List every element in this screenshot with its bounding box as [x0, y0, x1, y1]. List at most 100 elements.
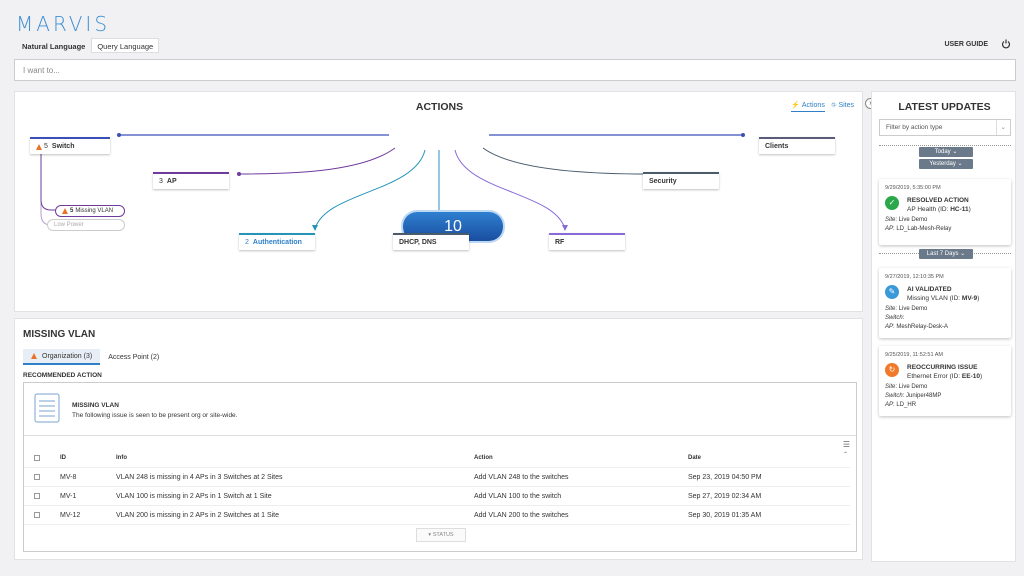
card-title: REOCCURRING ISSUE	[907, 364, 978, 371]
table-row[interactable]: MV-12 VLAN 200 is missing in 2 APs in 2 …	[24, 506, 850, 525]
card-timestamp: 9/27/2019, 12:10:35 PM	[885, 274, 944, 280]
action-type-filter[interactable]: Filter by action type ⌄	[879, 119, 1011, 136]
actions-icon: ⚡	[791, 102, 800, 109]
status-button-label: STATUS	[432, 532, 454, 538]
actions-title: ACTIONS	[415, 101, 464, 113]
tag-today[interactable]: Today ⌄	[919, 147, 973, 157]
latest-updates-panel: LATEST UPDATES Filter by action type ⌄ T…	[871, 91, 1016, 562]
sort-icon[interactable]: ⌃	[842, 452, 848, 458]
node-switch[interactable]: 5 Switch	[30, 137, 110, 154]
card-timestamp: 9/25/2019, 11:52:51 AM	[885, 352, 943, 358]
row-action: Add VLAN 248 to the switches	[474, 473, 569, 481]
filter-placeholder: Filter by action type	[886, 124, 943, 131]
node-security[interactable]: Security	[643, 172, 719, 189]
card-ap: AP: LD_Lab-Mesh-Relay	[885, 226, 952, 232]
status-button[interactable]: ▾ STATUS	[416, 528, 466, 542]
card-subtitle: Ethernet Error (ID: EE-10)	[907, 373, 983, 380]
detail-tabs: Organization (3) Access Point (2)	[23, 349, 167, 365]
node-switch-label: Switch	[51, 143, 75, 150]
col-date[interactable]: Date	[688, 455, 702, 461]
tag-last-7-label: Last 7 Days	[926, 251, 959, 257]
card-switch: Switch: Juniper48MP	[885, 393, 942, 399]
sub-item-low-power[interactable]: Low Power	[47, 219, 125, 231]
table-row[interactable]: MV-1 VLAN 100 is missing in 2 APs in 1 S…	[24, 487, 850, 506]
update-card[interactable]: 9/27/2019, 12:10:35 PM ✎ AI VALIDATED Mi…	[879, 268, 1011, 338]
low-power-label: Low Power	[54, 222, 84, 228]
node-dhcp-dns-label: DHCP, DNS	[399, 239, 437, 246]
divider	[879, 145, 1011, 146]
node-rf[interactable]: RF	[549, 233, 625, 250]
sub-item-missing-vlan[interactable]: 5 Missing VLAN	[55, 205, 125, 217]
power-icon[interactable]	[1001, 39, 1011, 49]
query-mode-tabs: Natural Language Query Language	[16, 38, 160, 53]
tag-today-label: Today	[934, 149, 951, 155]
node-clients[interactable]: Clients	[759, 137, 835, 154]
update-card[interactable]: 9/25/2019, 11:52:51 AM ↻ REOCCURRING ISS…	[879, 346, 1011, 416]
missing-vlan-count: 5	[70, 208, 74, 214]
row-checkbox[interactable]	[34, 493, 40, 499]
ai-validated-icon: ✎	[885, 285, 899, 299]
view-sites-label: Sites	[838, 102, 854, 109]
tab-access-point-label: Access Point (2)	[108, 353, 160, 361]
row-id: MV-1	[60, 492, 77, 500]
warning-icon	[31, 353, 37, 359]
node-security-label: Security	[649, 178, 677, 185]
card-title: RESOLVED ACTION	[907, 197, 969, 204]
row-info: VLAN 200 is missing in 2 APs in 2 Switch…	[116, 511, 280, 519]
node-ap[interactable]: 3 AP	[153, 172, 229, 189]
search-bar	[14, 59, 1016, 81]
node-authentication[interactable]: 2 Authentication	[239, 233, 315, 250]
node-authentication-count: 2	[245, 239, 249, 246]
actions-panel: ACTIONS ⚡ Actions ⛗ Sites 5 Switch 10	[14, 91, 863, 312]
tag-last-7-days[interactable]: Last 7 Days ⌄	[919, 249, 973, 259]
tab-organization-label: Organization (3)	[42, 352, 93, 360]
col-info[interactable]: Info	[116, 455, 127, 461]
warning-icon	[36, 143, 42, 150]
row-info: VLAN 248 is missing in 4 APs in 3 Switch…	[116, 473, 283, 481]
row-checkbox[interactable]	[34, 512, 40, 518]
col-action[interactable]: Action	[474, 455, 493, 461]
node-clients-label: Clients	[765, 143, 789, 150]
recommended-action-label: RECOMMENDED ACTION	[23, 372, 102, 379]
select-all-checkbox[interactable]	[34, 455, 40, 461]
tag-yesterday[interactable]: Yesterday ⌄	[919, 159, 973, 169]
table-row[interactable]: MV-8 VLAN 248 is missing in 4 APs in 3 S…	[24, 468, 850, 487]
view-actions-button[interactable]: ⚡ Actions	[791, 101, 825, 112]
card-timestamp: 9/29/2019, 5:35:00 PM	[885, 185, 941, 191]
issue-header: MISSING VLAN The following issue is seen…	[24, 383, 856, 436]
view-actions-label: Actions	[801, 101, 825, 109]
warning-icon	[62, 208, 68, 214]
tab-query-language[interactable]: Query Language	[91, 38, 160, 53]
tab-access-point[interactable]: Access Point (2)	[100, 349, 167, 365]
check-icon: ✓	[885, 196, 899, 210]
view-sites-button[interactable]: ⛗ Sites	[831, 101, 854, 112]
user-guide-link[interactable]: USER GUIDE	[944, 41, 988, 48]
node-ap-count: 3	[159, 178, 163, 185]
col-id[interactable]: ID	[60, 455, 66, 461]
detail-title: MISSING VLAN	[23, 329, 96, 340]
missing-vlan-panel: MISSING VLAN Organization (3) Access Poi…	[14, 318, 863, 560]
node-ap-label: AP	[166, 178, 177, 185]
row-date: Sep 27, 2019 02:34 AM	[688, 492, 762, 500]
row-action: Add VLAN 200 to the switches	[474, 511, 569, 519]
card-ap: AP: MeshRelay-Desk-A	[885, 324, 949, 330]
column-settings-icon[interactable]: ☰	[842, 440, 850, 449]
node-dhcp-dns[interactable]: DHCP, DNS	[393, 233, 469, 250]
card-site: Site: Live Demo	[885, 384, 928, 390]
search-input[interactable]	[15, 60, 1015, 81]
tab-organization[interactable]: Organization (3)	[23, 349, 101, 365]
update-card[interactable]: 9/29/2019, 5:35:00 PM ✓ RESOLVED ACTION …	[879, 179, 1011, 245]
issue-description: The following issue is seen to be presen…	[72, 412, 238, 419]
card-switch: Switch:	[885, 315, 905, 321]
actions-graph-links	[40, 133, 745, 231]
row-checkbox[interactable]	[34, 474, 40, 480]
row-action: Add VLAN 100 to the switch	[474, 492, 562, 500]
issue-box: MISSING VLAN The following issue is seen…	[23, 382, 857, 552]
card-subtitle: Missing VLAN (ID: MV-9)	[907, 295, 980, 302]
node-rf-label: RF	[555, 239, 565, 246]
card-site: Site: Live Demo	[885, 306, 928, 312]
card-title: AI VALIDATED	[907, 286, 952, 293]
row-info: VLAN 100 is missing in 2 APs in 1 Switch…	[116, 492, 272, 500]
tab-natural-language[interactable]: Natural Language	[16, 38, 92, 53]
card-subtitle: AP Health (ID: HC-11)	[907, 206, 971, 213]
